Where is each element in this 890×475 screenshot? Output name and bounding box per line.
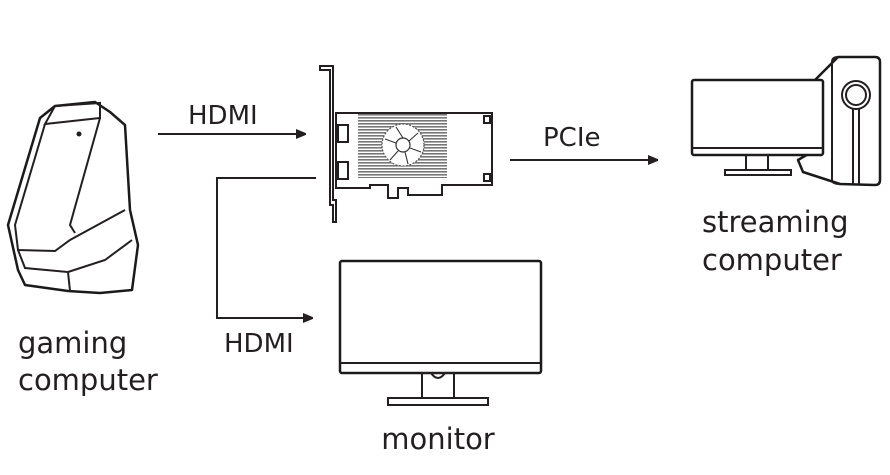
monitor-icon bbox=[338, 259, 543, 406]
gaming-computer-label-line2: computer bbox=[18, 363, 158, 397]
gaming-computer-label-line1: gaming bbox=[18, 326, 127, 360]
arrow-card-to-monitor bbox=[216, 177, 316, 318]
gaming-computer-icon bbox=[6, 100, 140, 295]
edge-label-hdmi-input: HDMI bbox=[188, 101, 258, 131]
streaming-computer-label-line2: computer bbox=[702, 243, 842, 277]
monitor-label: monitor bbox=[381, 422, 495, 456]
edge-label-pcie: PCIe bbox=[543, 123, 601, 153]
streaming-computer-icon bbox=[690, 55, 882, 187]
streaming-computer-label-line1: streaming bbox=[702, 205, 848, 239]
capture-card-icon bbox=[319, 65, 493, 223]
edge-label-hdmi-output: HDMI bbox=[224, 329, 294, 359]
